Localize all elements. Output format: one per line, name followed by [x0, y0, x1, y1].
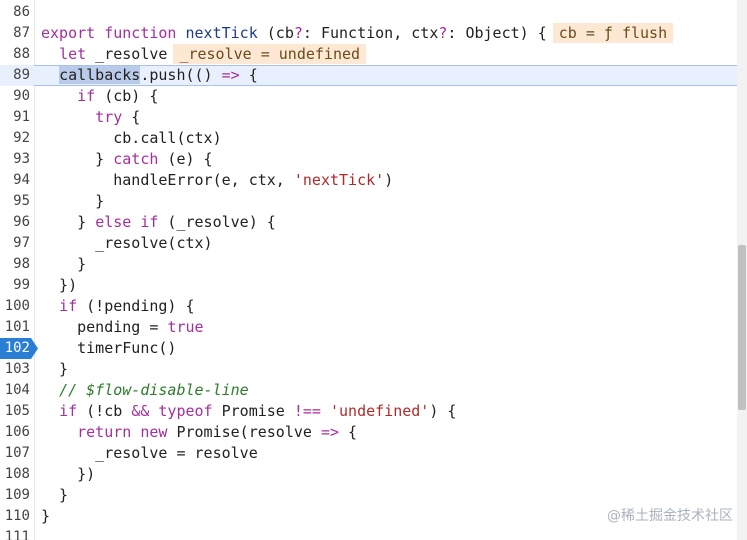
code-line[interactable]: 90 if (cb) {: [0, 86, 737, 107]
code-text: if (!pending) {: [59, 297, 195, 315]
code-line[interactable]: 93 } catch (e) {: [0, 149, 737, 170]
breakpoint-marker[interactable]: 102: [0, 338, 38, 359]
code-text: if (!cb && typeof Promise !== 'undefined…: [59, 402, 457, 420]
line-number[interactable]: 111: [4, 529, 30, 540]
code-text: }: [41, 360, 69, 378]
code-line[interactable]: 105 if (!cb && typeof Promise !== 'undef…: [0, 401, 737, 422]
code-text: timerFunc(): [41, 339, 177, 357]
line-number[interactable]: 98: [13, 256, 30, 272]
line-number[interactable]: 91: [13, 109, 30, 125]
inline-variable-value: _resolve = undefined: [173, 44, 367, 64]
line-number[interactable]: 94: [13, 172, 30, 188]
code-text: }: [41, 507, 51, 525]
line-number-gutter[interactable]: [0, 0, 35, 540]
code-text: }: [41, 192, 105, 210]
code-line[interactable]: 109 }: [0, 485, 737, 506]
code-text: cb.call(ctx): [41, 129, 222, 147]
line-number[interactable]: 88: [13, 46, 30, 62]
code-line[interactable]: 107 _resolve = resolve: [0, 443, 737, 464]
code-text: pending = true: [41, 318, 204, 336]
line-number[interactable]: 104: [4, 382, 30, 398]
code-text: export function nextTick (cb?: Function,…: [41, 23, 674, 44]
code-line[interactable]: 102 timerFunc(): [0, 338, 737, 359]
code-text: // $flow-disable-line: [59, 381, 249, 399]
line-number[interactable]: 110: [4, 508, 30, 524]
line-number[interactable]: 95: [13, 193, 30, 209]
code-line[interactable]: 95 }: [0, 191, 737, 212]
line-number[interactable]: 103: [4, 361, 30, 377]
code-text: return new Promise(resolve => {: [77, 423, 358, 441]
code-text: handleError(e, ctx, 'nextTick'): [41, 171, 394, 189]
line-number[interactable]: 86: [13, 4, 30, 20]
line-number[interactable]: 93: [13, 151, 30, 167]
code-line[interactable]: 100 if (!pending) {: [0, 296, 737, 317]
code-text: }): [41, 276, 78, 294]
code-line[interactable]: 94 handleError(e, ctx, 'nextTick'): [0, 170, 737, 191]
code-line[interactable]: 97 _resolve(ctx): [0, 233, 737, 254]
line-number[interactable]: 87: [13, 25, 30, 41]
code-line[interactable]: 87 export function nextTick (cb?: Functio…: [0, 23, 737, 44]
line-number[interactable]: 99: [13, 277, 30, 293]
code-line[interactable]: 111: [0, 527, 737, 540]
code-line[interactable]: 110}: [0, 506, 737, 527]
vertical-scrollbar[interactable]: [737, 0, 747, 540]
line-number[interactable]: 101: [4, 319, 30, 335]
line-number[interactable]: 105: [4, 403, 30, 419]
line-number[interactable]: 90: [13, 88, 30, 104]
code-line[interactable]: 86: [0, 2, 737, 23]
code-text: }): [41, 465, 96, 483]
code-text: } else if (_resolve) {: [41, 213, 276, 231]
code-text: if (cb) {: [77, 87, 159, 105]
code-line[interactable]: 98 }: [0, 254, 737, 275]
code-line[interactable]: 96 } else if (_resolve) {: [0, 212, 737, 233]
code-line[interactable]: 103 }: [0, 359, 737, 380]
code-text: let _resolve_resolve = undefined: [41, 44, 367, 65]
code-text: }: [41, 486, 69, 504]
code-text: _resolve(ctx): [41, 234, 213, 252]
line-number[interactable]: 108: [4, 466, 30, 482]
code-line[interactable]: 108 }): [0, 464, 737, 485]
line-number[interactable]: 96: [13, 214, 30, 230]
code-text: } catch (e) {: [41, 150, 213, 168]
code-line[interactable]: 91 try {: [0, 107, 737, 128]
line-number[interactable]: 106: [4, 424, 30, 440]
code-line[interactable]: 106 return new Promise(resolve => {: [0, 422, 737, 443]
code-line[interactable]: 88 let _resolve_resolve = undefined: [0, 44, 737, 65]
code-text: }: [41, 255, 87, 273]
line-number[interactable]: 100: [4, 298, 30, 314]
code-line[interactable]: 104 // $flow-disable-line: [0, 380, 737, 401]
line-number[interactable]: 107: [4, 445, 30, 461]
code-text: _resolve = resolve: [41, 444, 258, 462]
line-number[interactable]: 92: [13, 130, 30, 146]
scrollbar-thumb[interactable]: [738, 245, 746, 410]
code-line[interactable]: 99 }): [0, 275, 737, 296]
code-line[interactable]: 92 cb.call(ctx): [0, 128, 737, 149]
line-number[interactable]: 97: [13, 235, 30, 251]
code-line[interactable]: 101 pending = true: [0, 317, 737, 338]
inline-variable-value: cb = ƒ flush: [552, 23, 674, 43]
code-line[interactable]: 89 callbacks.push(() => {: [0, 65, 737, 86]
line-number[interactable]: 109: [4, 487, 30, 503]
line-number[interactable]: 89: [13, 67, 30, 83]
code-text: try {: [95, 108, 141, 126]
code-text: callbacks.push(() => {: [59, 66, 258, 84]
watermark: @稀土掘金技术社区: [607, 508, 733, 524]
